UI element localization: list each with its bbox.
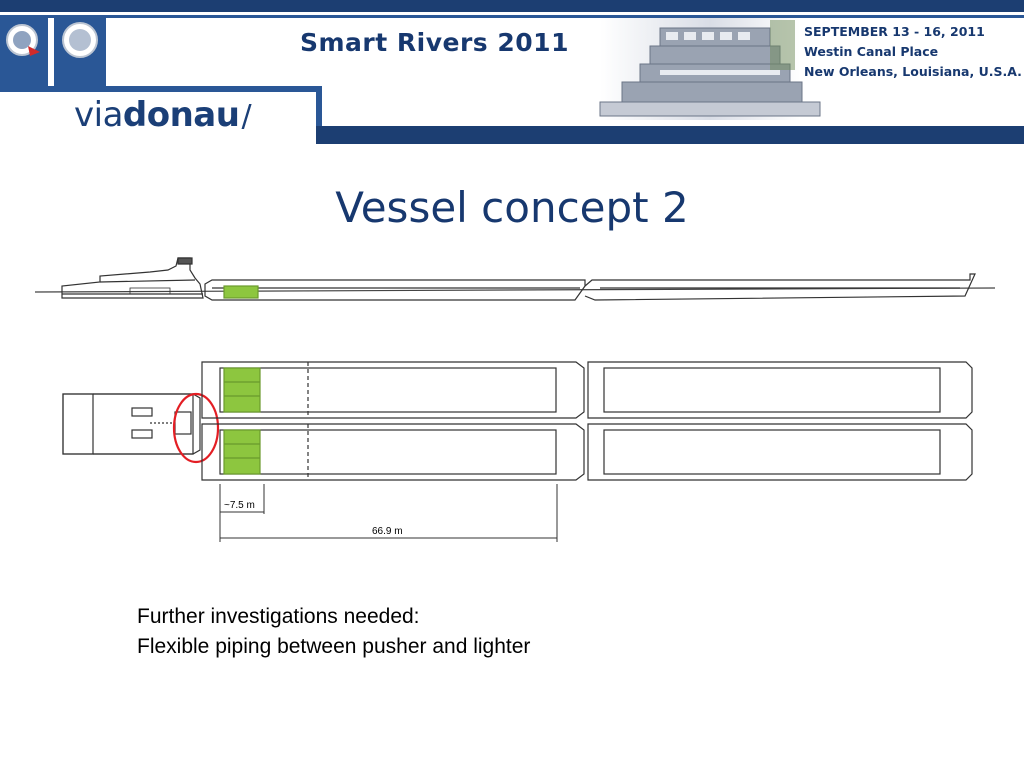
- notes-block: Further investigations needed: Flexible …: [137, 602, 530, 662]
- side-view-pusher: [61, 257, 204, 299]
- side-view-barges: [204, 273, 976, 301]
- towboat-illustration: [599, 27, 821, 117]
- viadonau-logo: viadonau/: [74, 95, 252, 135]
- note-line-1: Further investigations needed:: [137, 605, 420, 628]
- tank-top-highlight-2: [223, 429, 261, 475]
- top-view-barges-row1: [201, 361, 973, 419]
- logo-part-via: via: [74, 95, 123, 135]
- event-title: Smart Rivers 2011: [300, 28, 569, 57]
- conference-banner: Smart Rivers 2011 SEPTEMBER 13 - 16, 201…: [0, 0, 1024, 145]
- top-view-barges-row2: [201, 423, 973, 481]
- event-venue: Westin Canal Place: [804, 44, 939, 59]
- logo-mark: /: [241, 99, 252, 134]
- banner-graphic: [0, 0, 1024, 144]
- tank-top-highlight-1: [223, 367, 261, 413]
- event-location: New Orleans, Louisiana, U.S.A.: [804, 64, 1022, 79]
- vessel-drawing: ~7.5 m 66.9 m: [34, 257, 996, 542]
- top-view-pusher: [62, 393, 201, 455]
- dimension-lines: [219, 484, 558, 542]
- dimension-large-label: 66.9 m: [372, 526, 403, 537]
- event-dates: SEPTEMBER 13 - 16, 2011: [804, 24, 985, 39]
- waterline: [34, 287, 996, 293]
- tank-side-highlight: [223, 285, 259, 299]
- dimension-small-label: ~7.5 m: [224, 500, 255, 511]
- logo-part-donau: donau: [122, 95, 240, 135]
- slide-title: Vessel concept 2: [335, 183, 689, 232]
- connection-highlight-circle: [172, 392, 220, 464]
- event-info: SEPTEMBER 13 - 16, 2011 Westin Canal Pla…: [804, 22, 1022, 82]
- note-line-2: Flexible piping between pusher and light…: [137, 635, 531, 658]
